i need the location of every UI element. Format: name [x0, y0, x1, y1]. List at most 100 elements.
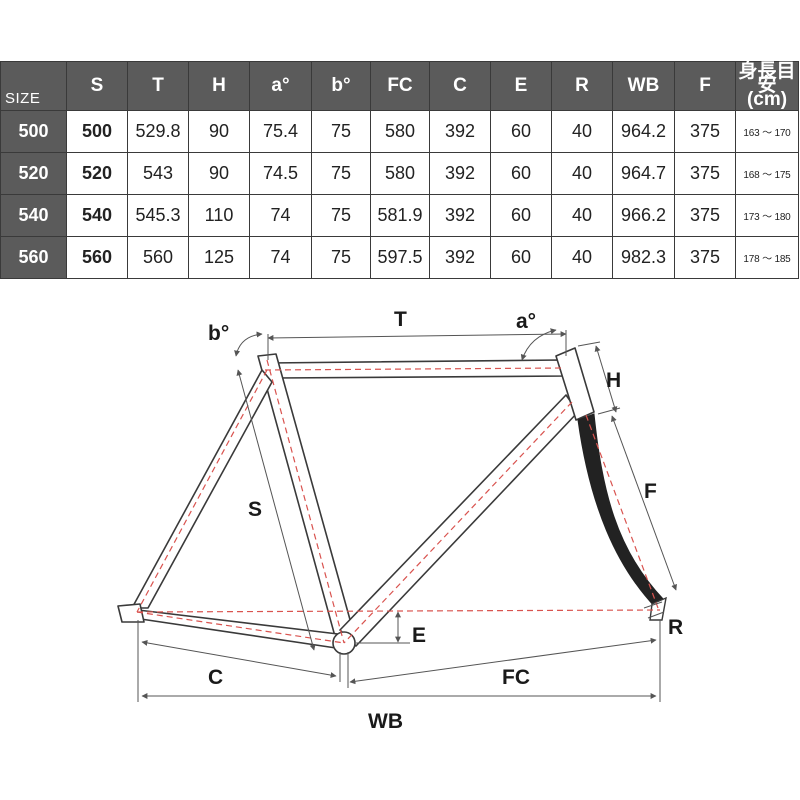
- cell-t: 560: [127, 236, 189, 279]
- header-b: b°: [311, 61, 371, 111]
- cell-e: 60: [490, 152, 552, 195]
- rear-dropout: [117, 603, 145, 623]
- f-dimension-line: [611, 415, 677, 591]
- cell-f: 375: [674, 194, 736, 237]
- cell-wb: 966.2: [612, 194, 675, 237]
- header-h: H: [188, 61, 250, 111]
- cell-f: 375: [674, 236, 736, 279]
- header-s: S: [66, 61, 128, 111]
- h-dimension-line: [594, 345, 618, 413]
- chain-stay: [133, 609, 339, 649]
- cell-c: 392: [429, 152, 491, 195]
- cell-e: 60: [490, 194, 552, 237]
- cell-r: 40: [551, 194, 613, 237]
- table-row: 560 560 560 125 74 75 597.5 392 60 40 98…: [0, 236, 799, 279]
- row-size: 540: [0, 194, 67, 237]
- geometry-table: SIZE S T H a° b° FC C E R WB F 身長目安 (cm)…: [0, 61, 799, 279]
- cell-height: 173 ～ 180: [735, 194, 799, 237]
- cell-r: 40: [551, 236, 613, 279]
- cell-b: 75: [311, 152, 371, 195]
- c-dimension-line: [141, 639, 337, 679]
- label-t: T: [394, 308, 407, 331]
- header-t: T: [127, 61, 189, 111]
- row-size: 560: [0, 236, 67, 279]
- header-e: E: [490, 61, 552, 111]
- cell-f: 375: [674, 152, 736, 195]
- header-wb: WB: [612, 61, 675, 111]
- cell-b: 75: [311, 194, 371, 237]
- label-h: H: [606, 369, 621, 392]
- cell-t: 543: [127, 152, 189, 195]
- label-e: E: [412, 624, 426, 647]
- cell-a: 74: [249, 194, 312, 237]
- table-row: 520 520 543 90 74.5 75 580 392 60 40 964…: [0, 152, 799, 195]
- cell-r: 40: [551, 152, 613, 195]
- cell-t: 545.3: [127, 194, 189, 237]
- cell-h: 90: [188, 110, 250, 153]
- horizontal-axle-line: [136, 609, 661, 613]
- cell-s: 540: [66, 194, 128, 237]
- cell-h: 125: [188, 236, 250, 279]
- cell-e: 60: [490, 236, 552, 279]
- label-r: R: [668, 616, 683, 639]
- t-dimension-line: [267, 331, 567, 341]
- cell-wb: 964.7: [612, 152, 675, 195]
- header-c: C: [429, 61, 491, 111]
- label-c: C: [208, 666, 223, 689]
- height-header-title: 身長目安: [738, 61, 796, 96]
- cell-c: 392: [429, 236, 491, 279]
- cell-wb: 982.3: [612, 236, 675, 279]
- cell-e: 60: [490, 110, 552, 153]
- cell-fc: 580: [370, 152, 430, 195]
- cell-b: 75: [311, 110, 371, 153]
- b-angle-arc: [234, 331, 263, 357]
- cell-h: 90: [188, 152, 250, 195]
- cell-c: 392: [429, 194, 491, 237]
- size-corner-cell: SIZE: [0, 61, 67, 111]
- cell-s: 500: [66, 110, 128, 153]
- down-tube-centerline: [343, 401, 573, 644]
- height-header-unit: (cm): [746, 89, 788, 110]
- front-dropout: [649, 596, 667, 621]
- size-label: SIZE: [5, 90, 41, 107]
- s-dimension-line: [236, 369, 316, 651]
- cell-height: 168 ～ 175: [735, 152, 799, 195]
- header-height: 身長目安 (cm): [735, 61, 799, 111]
- header-fc: FC: [370, 61, 430, 111]
- cell-b: 75: [311, 236, 371, 279]
- a-angle-arc: [520, 328, 557, 361]
- header-a: a°: [249, 61, 312, 111]
- table-row: 540 540 545.3 110 74 75 581.9 392 60 40 …: [0, 194, 799, 237]
- seat-tube-centerline: [266, 359, 345, 644]
- cell-h: 110: [188, 194, 250, 237]
- fork: [577, 413, 665, 609]
- cell-s: 520: [66, 152, 128, 195]
- table-header-row: SIZE S T H a° b° FC C E R WB F 身長目安 (cm): [0, 61, 799, 111]
- label-a: a°: [516, 310, 536, 333]
- cell-fc: 581.9: [370, 194, 430, 237]
- cell-c: 392: [429, 110, 491, 153]
- r-dimension-line: [643, 601, 663, 609]
- cell-fc: 597.5: [370, 236, 430, 279]
- cell-r: 40: [551, 110, 613, 153]
- cell-height: 178 ～ 185: [735, 236, 799, 279]
- cell-wb: 964.2: [612, 110, 675, 153]
- head-tube: [555, 347, 595, 421]
- table-row: 500 500 529.8 90 75.4 75 580 392 60 40 9…: [0, 110, 799, 153]
- fc-dimension-line: [349, 637, 657, 685]
- label-wb: WB: [368, 710, 403, 733]
- label-fc: FC: [502, 666, 530, 689]
- cell-s: 560: [66, 236, 128, 279]
- cell-a: 74: [249, 236, 312, 279]
- row-size: 520: [0, 152, 67, 195]
- cell-fc: 580: [370, 110, 430, 153]
- label-s: S: [248, 498, 262, 521]
- cell-a: 75.4: [249, 110, 312, 153]
- header-r: R: [551, 61, 613, 111]
- cell-a: 74.5: [249, 152, 312, 195]
- seat-stay: [131, 369, 273, 609]
- label-f: F: [644, 480, 657, 503]
- cell-t: 529.8: [127, 110, 189, 153]
- header-f: F: [674, 61, 736, 111]
- label-b: b°: [208, 322, 229, 345]
